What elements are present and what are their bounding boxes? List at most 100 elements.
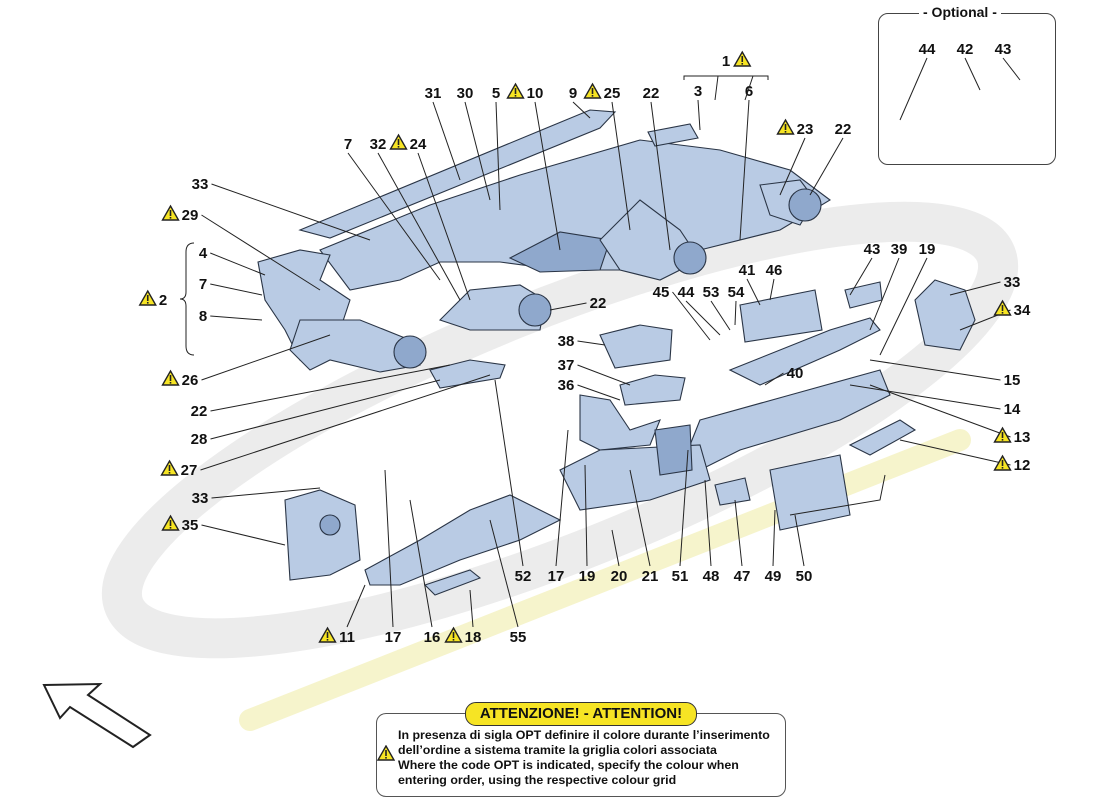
callout: 45 — [653, 284, 670, 301]
callout-number: 22 — [643, 85, 660, 102]
callout: 5 — [492, 85, 500, 102]
leader-line — [849, 257, 873, 296]
callout-number: 3 — [694, 83, 702, 100]
callout: 2 — [138, 289, 167, 309]
part-frame-49 — [769, 454, 851, 531]
warning-icon — [138, 289, 157, 306]
callout: 51 — [672, 568, 689, 585]
leader-line — [769, 278, 775, 301]
callout-number: 44 — [919, 41, 936, 58]
leader-line — [210, 315, 263, 321]
callout: 30 — [457, 85, 474, 102]
leader-line — [869, 257, 900, 331]
callout: 44 — [678, 284, 695, 301]
optional-box — [878, 13, 1056, 165]
callout-number: 8 — [199, 308, 207, 325]
leader-line — [849, 384, 1001, 410]
callout: 43 — [995, 41, 1012, 58]
part-screen-21 — [654, 424, 693, 476]
callout-number: 45 — [653, 284, 670, 301]
callout-number: 23 — [797, 121, 814, 138]
callout: 55 — [510, 629, 527, 646]
leader-line — [611, 101, 631, 231]
callout-number: 15 — [1004, 372, 1021, 389]
callout: 21 — [642, 568, 659, 585]
leader-line — [964, 57, 981, 91]
callout: 36 — [558, 377, 575, 394]
leader-line — [584, 464, 588, 567]
bracket-1-leads — [714, 75, 754, 101]
leader-line — [685, 300, 721, 336]
bracket-2-line — [179, 242, 195, 356]
callout-number: 40 — [787, 365, 804, 382]
leader-line — [494, 379, 524, 567]
callout: 32 — [370, 136, 387, 153]
leader-line — [739, 99, 750, 241]
callout: 13 — [993, 426, 1030, 446]
callout-number: 2 — [159, 292, 167, 309]
warning-icon — [776, 118, 795, 135]
part-panel-10 — [508, 231, 611, 273]
leader-line — [879, 257, 928, 356]
callout: 28 — [191, 431, 208, 448]
callout: 50 — [796, 568, 813, 585]
leader-line — [469, 589, 474, 628]
callout-number: 9 — [569, 85, 577, 102]
callout: 15 — [1004, 372, 1021, 389]
warning-icon — [161, 204, 180, 221]
part-display-41 — [739, 289, 823, 343]
callout-number: 4 — [199, 245, 208, 262]
warning-icon — [377, 745, 395, 761]
callout: 49 — [765, 568, 782, 585]
warning-icon — [160, 459, 179, 476]
leader-line — [779, 137, 806, 196]
warning-icon — [444, 626, 463, 643]
callout-number: 1 — [722, 53, 730, 70]
leader-line — [210, 252, 266, 276]
leader-line — [201, 524, 286, 546]
leader-line — [347, 152, 441, 281]
callout-number: 20 — [611, 568, 628, 585]
callout-number: 33 — [1004, 274, 1021, 291]
leader-line — [201, 334, 331, 381]
callout-number: 55 — [510, 629, 527, 646]
leader-line — [679, 449, 689, 567]
attention-line: Where the code OPT is indicated, specify… — [398, 758, 739, 772]
part-left-vent — [393, 335, 427, 369]
leader-line — [611, 529, 620, 567]
leader-line — [869, 359, 1001, 381]
callout-number: 41 — [739, 262, 756, 279]
callout: 22 — [835, 121, 852, 138]
attention-line: entering order, using the respective col… — [398, 773, 677, 787]
leader-line — [704, 479, 712, 567]
leader-line — [534, 101, 561, 251]
callout: 41 — [739, 262, 756, 279]
callout: 6 — [745, 83, 753, 100]
callout: 33 — [192, 176, 209, 193]
callout: 17 — [385, 629, 402, 646]
callout-number: 44 — [678, 284, 695, 301]
callout: 29 — [161, 204, 198, 224]
callout-number: 50 — [796, 568, 813, 585]
callout: 38 — [558, 333, 575, 350]
callout: 9 — [569, 85, 577, 102]
callout-number: 42 — [957, 41, 974, 58]
callout: 17 — [548, 568, 565, 585]
leader-line — [577, 364, 631, 386]
callout: 39 — [891, 241, 908, 258]
callout-number: 43 — [995, 41, 1012, 58]
callout: 7 — [344, 136, 352, 153]
warning-icon — [161, 514, 180, 531]
warning-icon — [389, 133, 408, 150]
callout-number: 47 — [734, 568, 751, 585]
callout-number: 37 — [558, 357, 575, 374]
direction-arrow — [42, 682, 152, 749]
callout-number: 18 — [465, 629, 482, 646]
part-left-duct — [289, 319, 421, 373]
callout: 19 — [919, 241, 936, 258]
leader-line — [772, 509, 776, 567]
callout-number: 26 — [182, 372, 199, 389]
callout: 35 — [161, 514, 198, 534]
part-seal-50 — [789, 474, 886, 516]
